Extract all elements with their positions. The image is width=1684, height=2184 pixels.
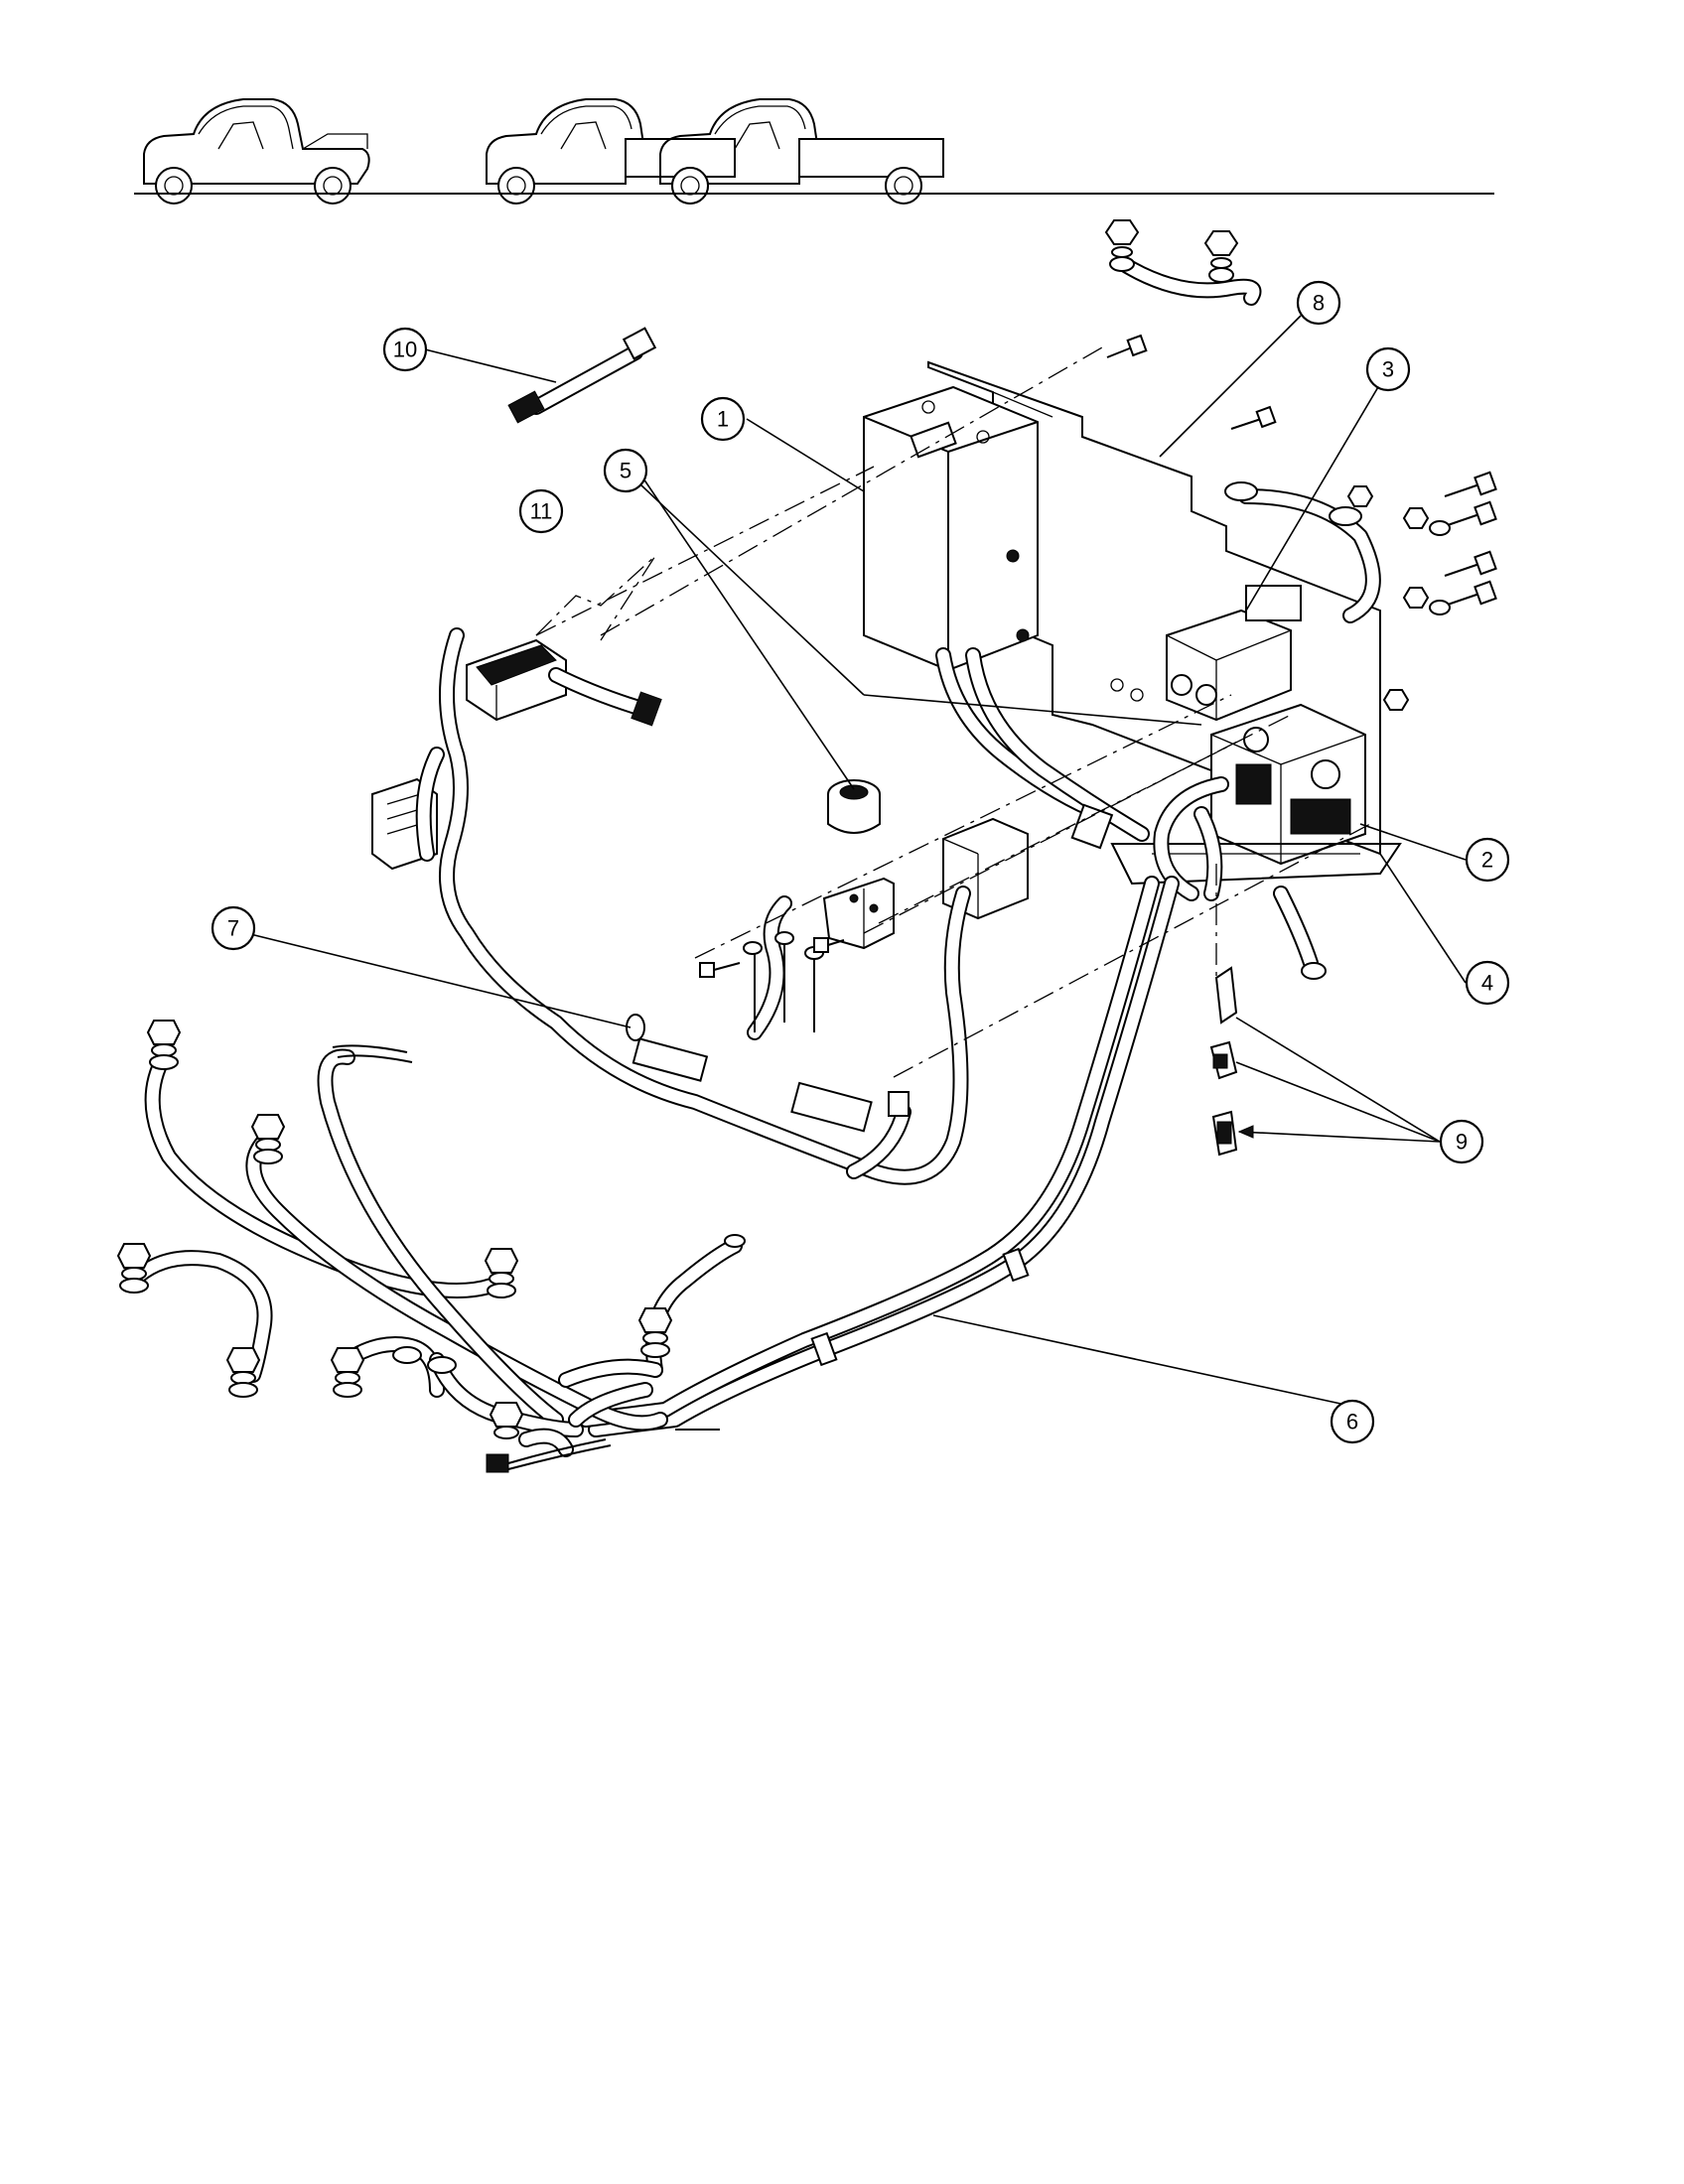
bolt-icon [1230, 405, 1277, 430]
hex-nut-icon [225, 1347, 261, 1398]
svg-text:5: 5 [620, 459, 632, 483]
svg-text:10: 10 [393, 338, 417, 362]
hex-nut-icon [250, 1114, 286, 1164]
charger-module [1210, 703, 1366, 866]
svg-text:9: 9 [1456, 1130, 1468, 1155]
callout-11: 11 [518, 488, 564, 534]
battery-cables-lower-left [131, 1044, 743, 1473]
bolt-icon [1106, 334, 1148, 358]
battery-harness-assembly [578, 876, 1180, 1437]
hex-nut-icon [1104, 219, 1140, 272]
heat-sink-fins [1235, 763, 1351, 835]
callout-6: 6 [1330, 1399, 1375, 1444]
top-jumper-cable [1104, 219, 1262, 306]
battery-terminal-nuts [116, 1020, 746, 1439]
solenoid-contactor [1166, 585, 1302, 722]
hex-nut-icon [484, 1248, 519, 1298]
harness-clips [1209, 966, 1238, 1157]
bolt-icon [699, 962, 741, 978]
main-wiring-harness [415, 627, 971, 1185]
bolt-icon [1444, 500, 1497, 527]
callout-1: 1 [700, 396, 746, 442]
plate-output-cables [935, 647, 1327, 980]
vehicle-icons-header [143, 98, 944, 205]
hex-nut-icon [489, 1402, 524, 1439]
callout-leader-lines [245, 315, 1467, 1411]
hex-nut-icon [116, 1243, 152, 1294]
svg-text:3: 3 [1382, 357, 1394, 382]
callout-10: 10 [382, 327, 428, 372]
hex-nut-icon [330, 1347, 365, 1398]
svg-text:2: 2 [1481, 848, 1493, 873]
bolt-icon [1444, 580, 1497, 607]
key-switch [827, 779, 881, 834]
callout-2: 2 [1465, 837, 1510, 883]
assembly-alignment-lines [535, 346, 1371, 1078]
callout-3: 3 [1365, 346, 1411, 392]
svg-text:11: 11 [530, 499, 553, 524]
long-bed-utility-vehicle-icon [659, 98, 944, 205]
svg-text:1: 1 [717, 407, 729, 432]
svg-text:4: 4 [1481, 971, 1493, 996]
motor-controller [863, 385, 1039, 672]
callout-8: 8 [1296, 280, 1341, 326]
svg-text:7: 7 [227, 916, 239, 941]
bolt-icon [1444, 471, 1497, 497]
support-bracket [1110, 843, 1402, 886]
harness-ring-terminals [699, 931, 845, 1032]
callout-9: 9 [1439, 1119, 1484, 1164]
main-connector-block [371, 638, 567, 871]
callout-7: 7 [210, 905, 256, 951]
pigtail-harness [507, 327, 657, 424]
bolt-icon [1444, 550, 1497, 577]
hex-nut-icon [637, 1307, 673, 1358]
hex-nut-icon [1203, 230, 1239, 283]
bolt-icon [813, 937, 845, 953]
svg-text:8: 8 [1313, 291, 1325, 316]
switch-bracket [822, 877, 895, 950]
svg-text:6: 6 [1346, 1410, 1358, 1434]
hex-nut-icon [146, 1020, 182, 1070]
plate-loop-cable [1224, 481, 1381, 623]
two-seat-vehicle-icon [143, 98, 370, 205]
plate-hardware [1106, 334, 1497, 711]
callout-4: 4 [1465, 960, 1510, 1006]
callout-5: 5 [603, 448, 648, 493]
